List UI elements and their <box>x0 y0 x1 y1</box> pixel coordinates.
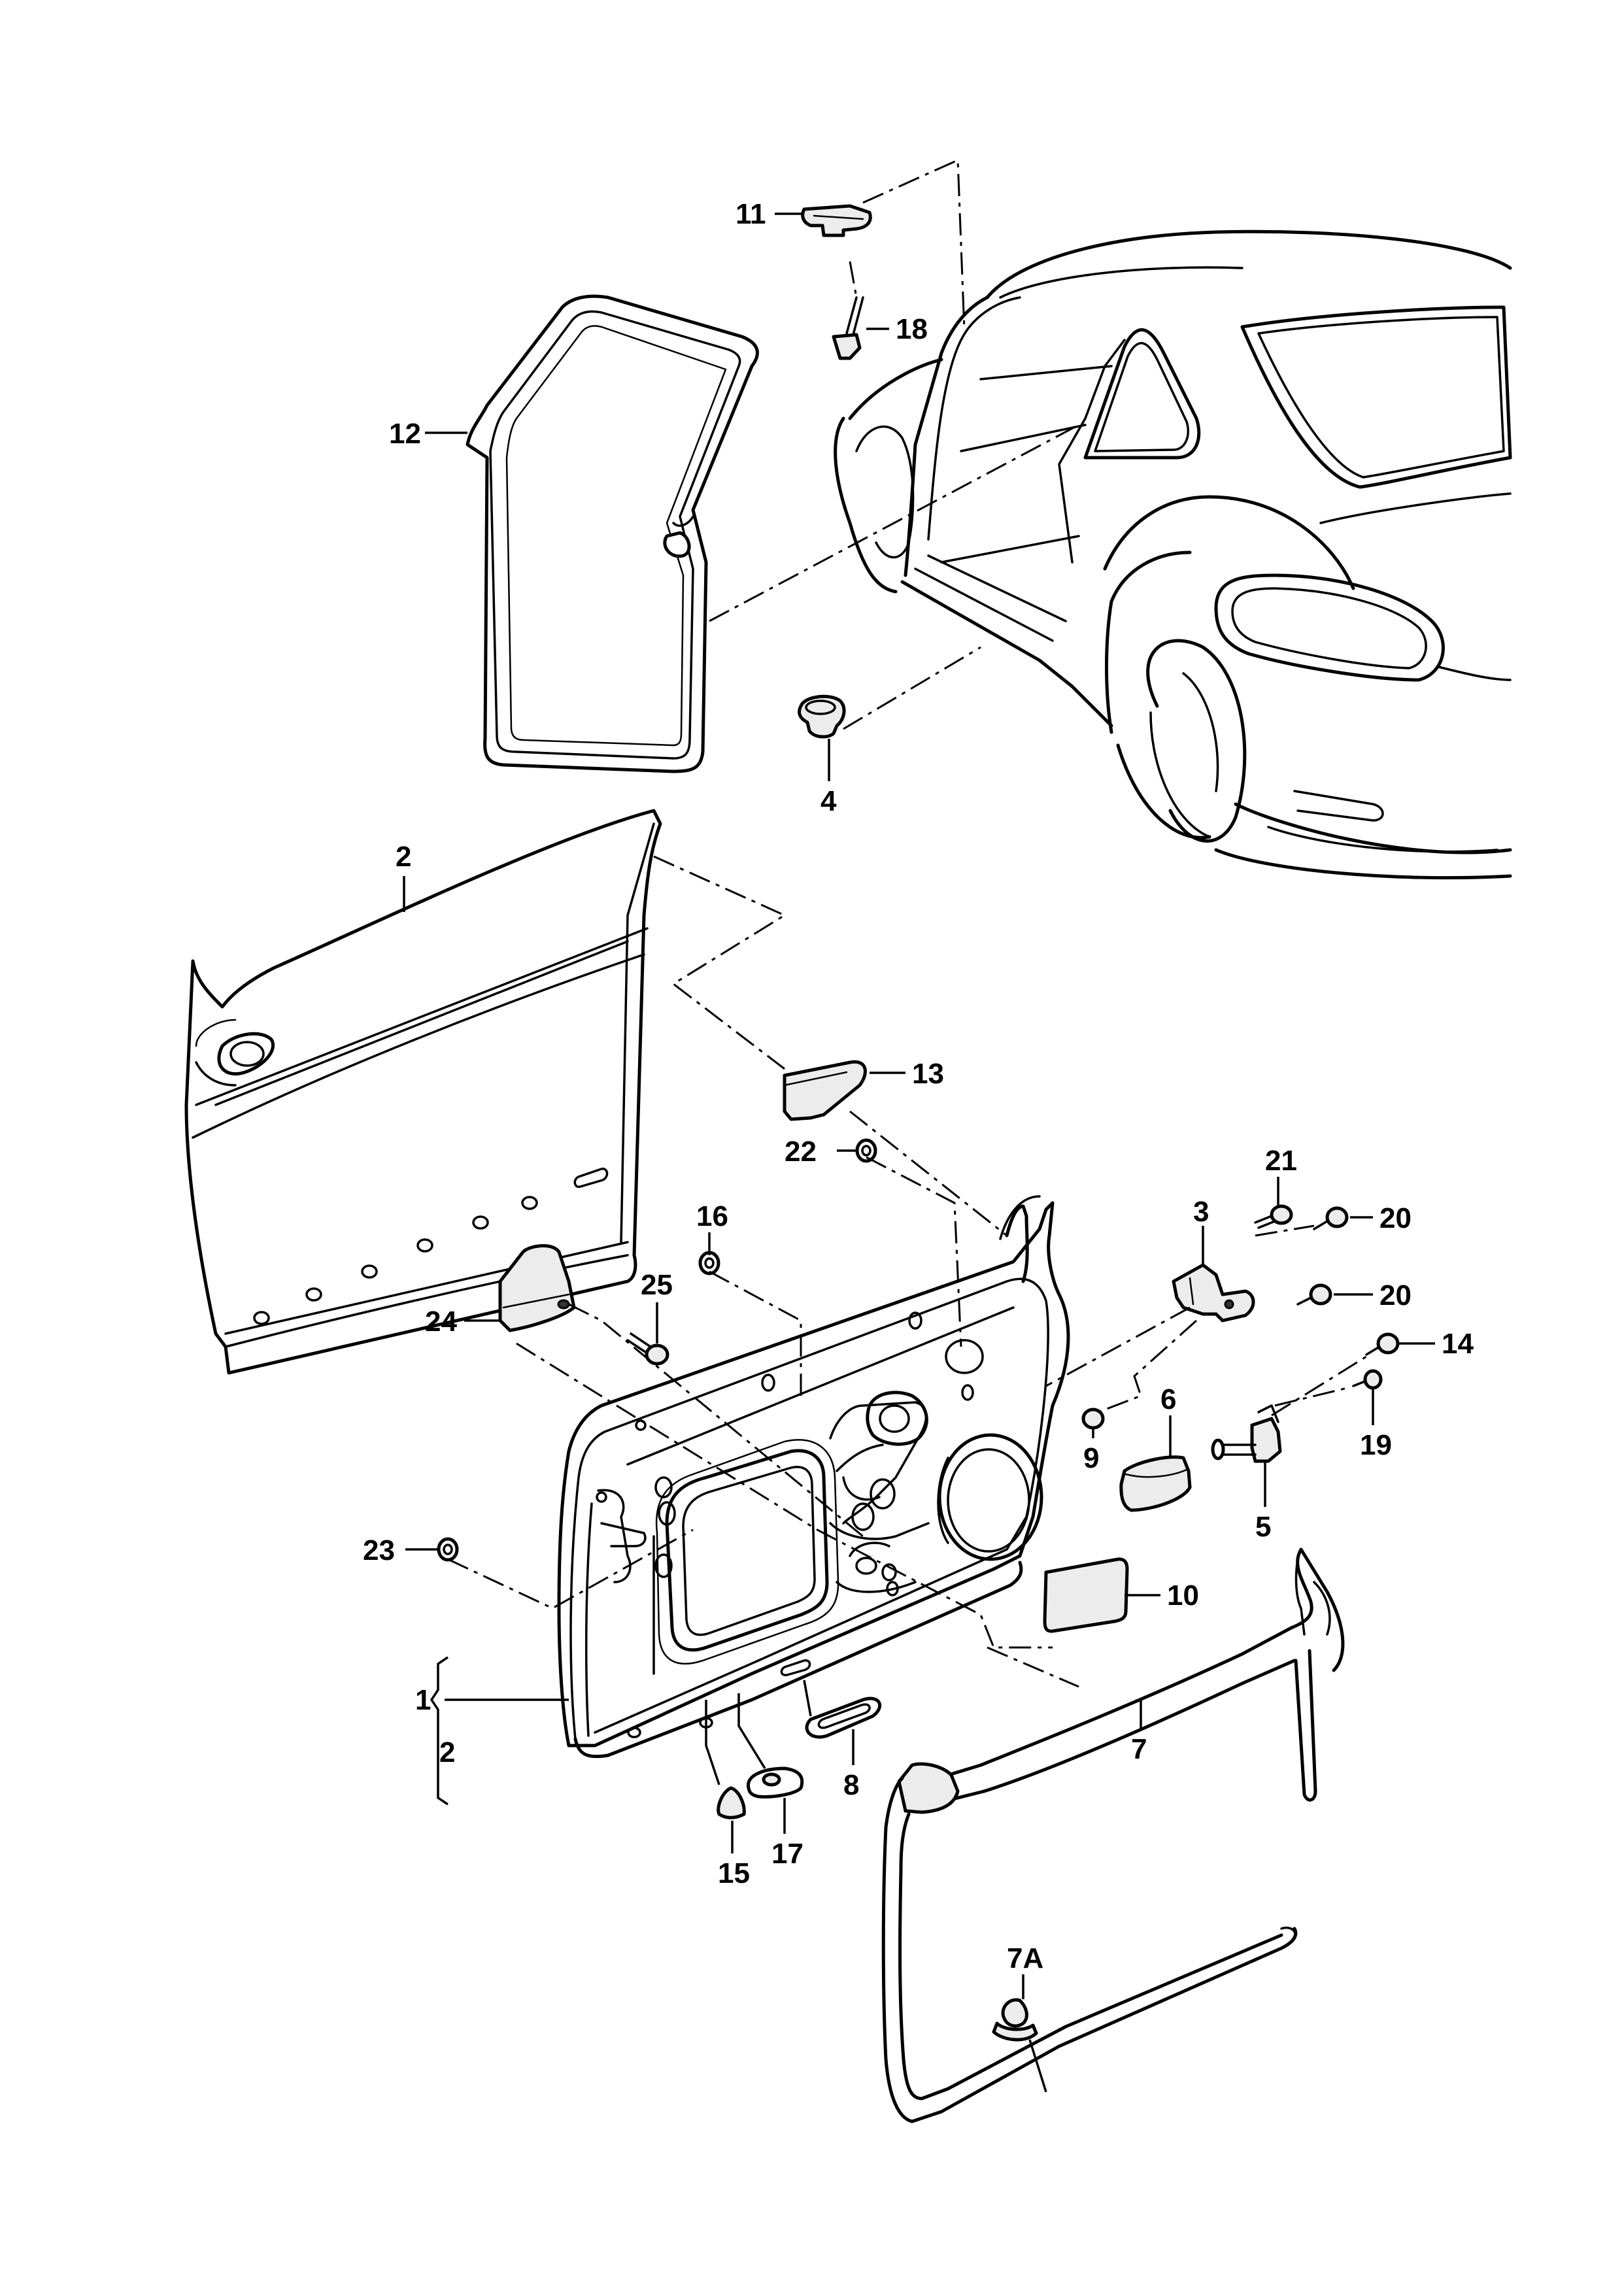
washer-part-16 <box>698 1251 720 1275</box>
door-seal-part-12 <box>465 294 759 773</box>
label-8: 8 <box>843 1769 859 1801</box>
label-24: 24 <box>425 1306 457 1338</box>
grommet-part-8 <box>805 1697 882 1739</box>
part-labels: 1 2 2 3 4 5 6 7 7A 8 9 10 11 12 13 14 15… <box>363 198 1474 1974</box>
connector-lines <box>447 158 1367 1688</box>
label-17: 17 <box>771 1838 804 1870</box>
label-3: 3 <box>1193 1196 1209 1228</box>
label-21: 21 <box>1265 1145 1297 1177</box>
label-9: 9 <box>1083 1442 1099 1474</box>
label-13: 13 <box>912 1058 944 1090</box>
label-7a: 7A <box>1007 1942 1043 1974</box>
bolt-part-18 <box>832 296 864 360</box>
label-16: 16 <box>696 1200 728 1232</box>
label-4: 4 <box>820 785 837 817</box>
bolt-part-20-upper <box>1313 1206 1349 1230</box>
inner-door-panel-part-1 <box>557 1195 1070 1759</box>
drain-holes <box>253 1168 609 1325</box>
label-5: 5 <box>1255 1511 1271 1543</box>
bracket-part-13 <box>783 1060 867 1121</box>
door-seal-part-7 <box>881 1547 1345 2123</box>
cap-part-15 <box>717 1786 746 1819</box>
bolt-part-21 <box>1254 1204 1293 1229</box>
label-25: 25 <box>641 1269 673 1301</box>
label-2: 2 <box>396 841 411 873</box>
label-6: 6 <box>1160 1383 1176 1415</box>
washer-part-23 <box>437 1537 459 1562</box>
grommet-part-4 <box>798 694 846 739</box>
label-7: 7 <box>1131 1733 1147 1765</box>
wedge-part-24 <box>498 1244 576 1332</box>
outer-door-panel-part-2 <box>184 809 662 1375</box>
screw-part-25 <box>626 1332 669 1366</box>
label-15: 15 <box>718 1857 750 1889</box>
screw-part-19 <box>1352 1369 1383 1390</box>
label-11: 11 <box>736 198 766 230</box>
label-22: 22 <box>785 1136 817 1168</box>
label-19: 19 <box>1360 1429 1392 1461</box>
label-23: 23 <box>363 1534 395 1566</box>
label-20-lower: 20 <box>1379 1279 1412 1311</box>
bolt-part-14 <box>1365 1332 1400 1356</box>
bolt-part-20-lower <box>1296 1283 1332 1306</box>
label-1: 1 <box>415 1684 431 1716</box>
label-12: 12 <box>389 418 421 450</box>
washer-part-22 <box>855 1138 877 1163</box>
label-10: 10 <box>1167 1579 1199 1612</box>
cap-part-6 <box>1119 1455 1192 1512</box>
label-20-upper: 20 <box>1379 1202 1412 1234</box>
door-check-part-5 <box>1211 1404 1282 1463</box>
plug-part-9 <box>1081 1408 1105 1430</box>
leader-lines <box>403 212 1435 2093</box>
label-14: 14 <box>1442 1328 1474 1360</box>
pad-part-10 <box>1043 1557 1129 1633</box>
label-18: 18 <box>896 313 928 345</box>
label-2-door-set: 2 <box>439 1736 455 1768</box>
hinge-part-3 <box>1172 1263 1255 1323</box>
car-body-drawing <box>834 229 1512 880</box>
clip-part-11 <box>801 204 872 237</box>
seal-part-17 <box>747 1766 804 1798</box>
